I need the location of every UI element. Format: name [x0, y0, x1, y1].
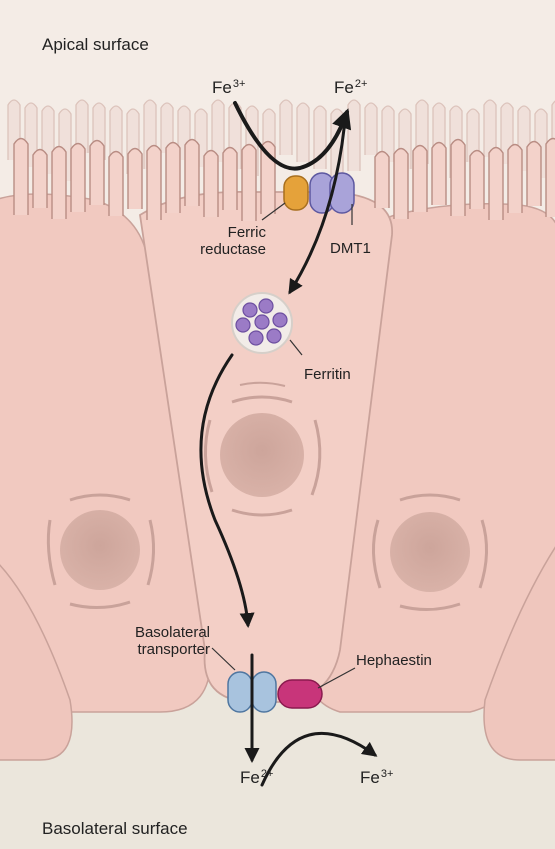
apical-surface-label: Apical surface	[42, 36, 149, 53]
microvillus	[33, 150, 47, 209]
microvillus-back	[297, 103, 309, 162]
ferric-reductase-line-2: reductase	[196, 241, 266, 258]
microvillus	[14, 139, 28, 216]
ferric-reductase-protein	[284, 176, 308, 210]
microvillus	[52, 147, 66, 220]
fe3-basal-label: Fe3+	[360, 766, 393, 786]
ferritin-vesicle	[232, 293, 292, 353]
microvillus	[128, 149, 142, 210]
ferritin-label: Ferritin	[304, 366, 351, 383]
microvillus	[204, 151, 218, 218]
microvillus-back	[348, 100, 360, 171]
fe2-apical-label: Fe2+	[334, 76, 367, 96]
microvillus	[90, 141, 104, 206]
microvillus-back	[280, 100, 292, 155]
microvillus	[242, 145, 256, 222]
microvillus	[109, 152, 123, 217]
hephaestin-protein	[278, 680, 322, 708]
microvillus	[432, 143, 446, 206]
microvillus	[527, 142, 541, 207]
microvillus	[223, 148, 237, 211]
microvillus	[147, 146, 161, 221]
microvillus	[413, 146, 427, 213]
hephaestin-label: Hephaestin	[356, 652, 432, 669]
microvillus	[489, 148, 503, 221]
microvillus	[546, 139, 555, 218]
fe2-basal-label: Fe2+	[240, 766, 273, 786]
ferric-reductase-line-1: Ferric	[196, 224, 266, 241]
microvillus	[451, 140, 465, 217]
microvillus-back	[365, 103, 377, 155]
ferric-reductase-label: Ferric reductase	[196, 224, 266, 258]
microvillus	[470, 151, 484, 210]
microvillus	[166, 143, 180, 214]
microvillus	[375, 152, 389, 209]
microvillus	[508, 145, 522, 214]
basolateral-transporter-line-1: Basolateral	[108, 624, 210, 641]
microvillus	[71, 144, 85, 213]
fe3-apical-label: Fe3+	[212, 76, 245, 96]
microvillus	[394, 149, 408, 220]
basolateral-transporter-line-2: transporter	[108, 641, 210, 658]
microvillus	[185, 140, 199, 207]
basolateral-surface-label: Basolateral surface	[42, 820, 188, 837]
basolateral-transporter-label: Basolateral transporter	[108, 624, 210, 658]
dmt1-label: DMT1	[330, 240, 371, 257]
